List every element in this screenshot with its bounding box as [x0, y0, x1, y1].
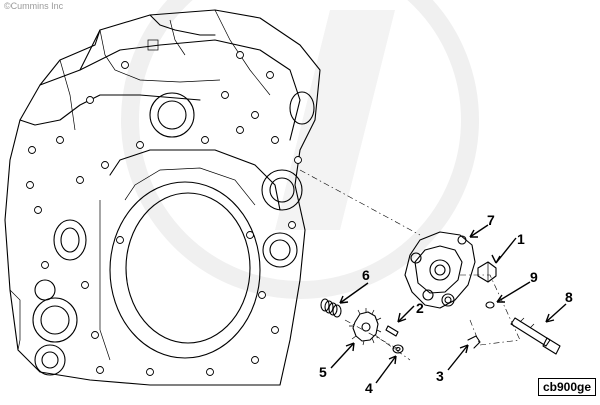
centerline-pump — [299, 169, 421, 236]
callout-9: 9 — [530, 269, 538, 285]
bolt-holes — [26, 51, 302, 376]
callout-2: 2 — [416, 300, 424, 316]
pump-shaft-pin — [510, 317, 561, 355]
callout-1: 1 — [517, 231, 525, 247]
watermark-logo — [121, 0, 479, 299]
dowel-pin — [385, 325, 399, 337]
centerline-pin — [374, 334, 411, 361]
callout-6: 6 — [362, 267, 370, 283]
o-ring — [485, 301, 495, 309]
drawing-code-label: cb900ge — [537, 378, 596, 396]
callout-8: 8 — [565, 289, 573, 305]
callout-leaders — [330, 224, 567, 384]
spring — [320, 298, 342, 318]
callout-7: 7 — [487, 212, 495, 228]
gear-housing — [4, 9, 321, 386]
centerline-bolt — [460, 274, 521, 341]
copyright-text: ©Cummins Inc — [4, 1, 64, 11]
idler-gear — [349, 308, 382, 346]
callout-5: 5 — [319, 364, 327, 380]
oil-pump-body — [404, 231, 476, 309]
retaining-clip — [467, 335, 481, 349]
cap-screw — [477, 261, 497, 283]
bushing — [392, 344, 404, 354]
callout-3: 3 — [436, 368, 444, 384]
callout-4: 4 — [365, 380, 373, 396]
